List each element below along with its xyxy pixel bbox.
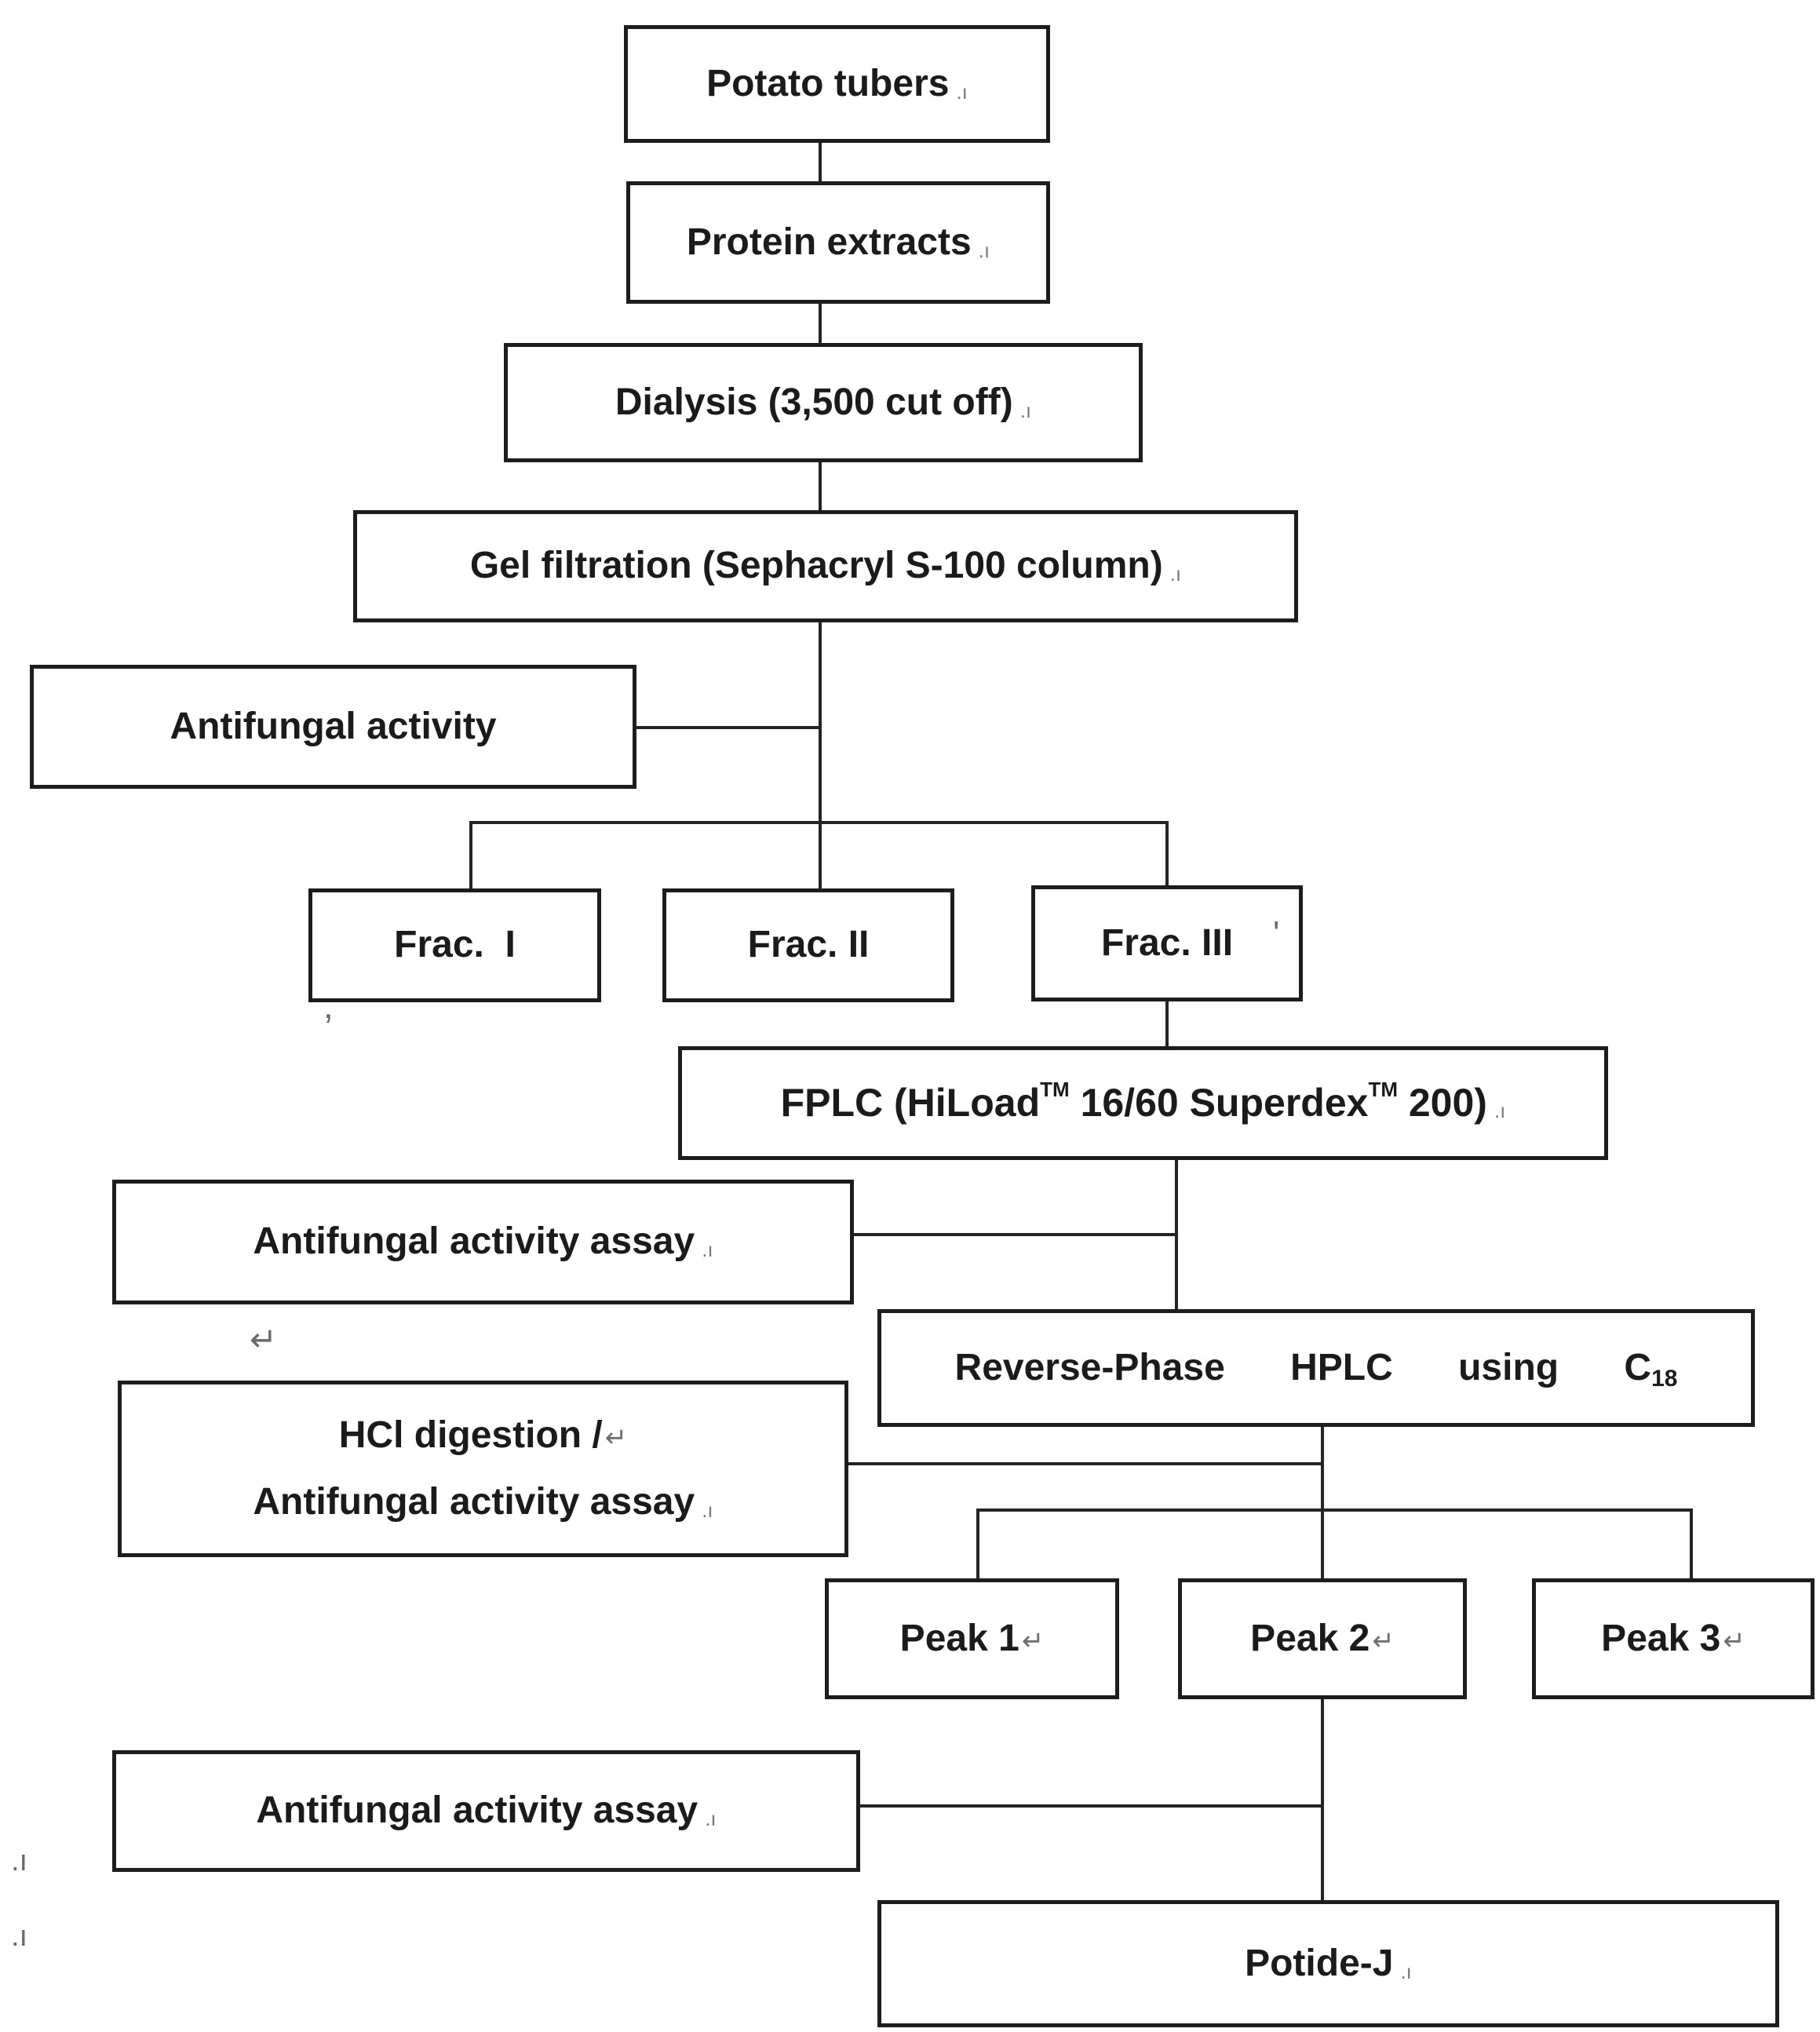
connector-rphplc-peak2-spine — [1321, 1427, 1324, 1578]
node-label: Peak 1 — [899, 1617, 1019, 1659]
formatting-mark: .ı — [956, 79, 968, 104]
node-label: Protein extracts — [686, 221, 972, 263]
connector-branch-peak1 — [976, 1508, 979, 1578]
node-label: Potato tubers — [706, 62, 950, 104]
soft-return-mark: ↵ — [604, 1423, 628, 1454]
connector-assay2-to-spine — [860, 1804, 1324, 1808]
node-label: Reverse-Phase HPLC using C — [954, 1346, 1652, 1388]
node-label: Dialysis (3,500 cut off) — [615, 381, 1013, 423]
node-label: Gel filtration (Sephacryl S-100 column) — [469, 545, 1163, 587]
node-frac-3: Frac. III — [1031, 885, 1303, 1001]
c18-subscript: 18 — [1651, 1365, 1678, 1392]
node-label-line2: Antifungal activity assay.ı — [253, 1480, 713, 1523]
soft-return-mark: ↵ — [1372, 1626, 1395, 1657]
node-label: Frac. II — [747, 924, 870, 966]
formatting-mark: .ı — [705, 1807, 717, 1831]
connector-branch-frac3 — [1165, 821, 1169, 885]
connector-gel-frac2-spine — [819, 622, 822, 888]
node-antifungal-activity-assay-2: Antifungal activity assay .ı — [112, 1750, 860, 1872]
node-potato-tubers: Potato tubers.ı — [624, 25, 1050, 143]
node-label: Frac. III — [1100, 921, 1234, 964]
formatting-mark: .ı — [1494, 1099, 1506, 1123]
formatting-mark: .ı — [702, 1238, 713, 1262]
node-dialysis: Dialysis (3,500 cut off).ı — [504, 343, 1143, 462]
connector-assay1-to-spine — [854, 1233, 1178, 1236]
soft-return-mark: ↵ — [1723, 1626, 1745, 1657]
node-antifungal-activity: Antifungal activity — [30, 665, 636, 789]
node-label: Antifungal activity assay — [256, 1789, 698, 1832]
margin-mark-lower: .ı — [11, 1920, 28, 1953]
connector-branch-frac1 — [469, 821, 472, 888]
node-peak-3: Peak 3↵ — [1532, 1578, 1815, 1699]
connector-antifungal-to-spine — [636, 726, 820, 729]
trademark-superscript: TM — [1040, 1078, 1070, 1102]
formatting-mark: .ı — [1019, 398, 1032, 422]
node-label: Peak 2 — [1250, 1617, 1370, 1659]
margin-mark-upper: .ı — [11, 1844, 28, 1877]
formatting-mark: .ı — [1400, 1959, 1412, 1983]
comma-artifact: ‚ — [324, 985, 333, 1027]
node-hcl-digestion-antifungal-assay: HCl digestion /↵ Antifungal activity ass… — [118, 1381, 848, 1557]
node-label: Potide-J — [1245, 1942, 1394, 1984]
connector-dialysis-gel — [819, 462, 822, 510]
soft-return-mark: ↵ — [1021, 1626, 1045, 1657]
node-label: Antifungal activity assay — [253, 1220, 695, 1263]
node-frac-2: Frac. II — [662, 888, 954, 1002]
connector-hcl-to-spine — [848, 1462, 1324, 1465]
node-label: Antifungal activity — [170, 705, 497, 747]
connector-peak2-potide — [1321, 1699, 1324, 1900]
formatting-mark: .ı — [1169, 562, 1182, 586]
connector-protein-dialysis — [819, 304, 822, 343]
node-gel-filtration: Gel filtration (Sephacryl S-100 column).… — [353, 510, 1298, 622]
branch-fractions-line — [471, 821, 1169, 824]
connector-potato-protein — [819, 143, 822, 181]
node-potide-j: Potide-J.ı — [877, 1900, 1779, 2027]
node-frac-1: Frac. I — [308, 888, 601, 1002]
connector-branch-peak3 — [1690, 1508, 1693, 1578]
node-label: Peak 3 — [1601, 1617, 1721, 1659]
node-peak-1: Peak 1↵ — [825, 1578, 1119, 1699]
node-peak-2: Peak 2↵ — [1178, 1578, 1467, 1699]
node-label-line1: HCl digestion /↵ — [338, 1414, 628, 1456]
trademark-superscript: TM — [1368, 1078, 1398, 1102]
node-protein-extracts: Protein extracts.ı — [626, 181, 1050, 304]
formatting-mark: .ı — [978, 238, 990, 262]
branch-peaks-line — [976, 1508, 1693, 1512]
formatting-mark: .ı — [702, 1498, 713, 1522]
node-antifungal-activity-assay-1: Antifungal activity assay .ı — [112, 1180, 854, 1304]
tick-artifact: ʹ — [1273, 914, 1280, 953]
connector-frac3-fplc — [1165, 1001, 1169, 1046]
soft-return-artifact: ↵ — [250, 1321, 278, 1358]
node-label: Frac. I — [394, 924, 516, 966]
